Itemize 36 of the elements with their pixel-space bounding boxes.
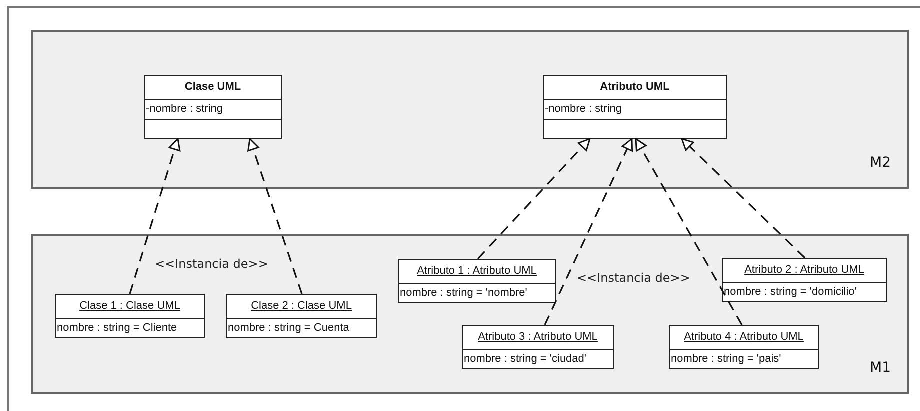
class-name: Clase UML xyxy=(184,80,242,95)
object-box xyxy=(669,325,819,369)
object-box xyxy=(55,294,205,338)
stereotype-label: <<Instancia de>> xyxy=(577,271,690,285)
attribute-text: nombre : string = 'ciudad' xyxy=(463,349,613,368)
instance-of-arrow xyxy=(681,138,806,259)
object-box xyxy=(226,294,377,338)
model-level-panel xyxy=(31,234,909,394)
object-name: Atributo 4 : Atributo UML xyxy=(683,330,805,345)
attribute-text: nombre : string = Cuenta xyxy=(227,318,376,337)
attribute-text: nombre : string = 'nombre' xyxy=(399,283,555,302)
object-name: Atributo 3 : Atributo UML xyxy=(477,330,599,345)
attribute-text: nombre : string = Cliente xyxy=(56,318,204,337)
stereotype-label: <<Instancia de>> xyxy=(155,257,268,271)
object-box xyxy=(462,325,614,369)
level-label: M2 xyxy=(870,155,891,171)
model-level-panel xyxy=(31,30,909,189)
object-name: Atributo 1 : Atributo UML xyxy=(416,264,538,279)
class-name: Atributo UML xyxy=(599,80,671,95)
attribute-text: nombre : string = 'domicilio' xyxy=(723,282,886,301)
instance-of-arrow xyxy=(248,138,303,294)
level-label: M1 xyxy=(870,360,891,376)
instance-of-arrow xyxy=(477,138,591,260)
object-name: Clase 2 : Clase UML xyxy=(250,299,353,314)
attribute-text: -nombre : string xyxy=(145,99,281,119)
instance-of-arrow xyxy=(635,138,743,326)
instance-of-arrow xyxy=(544,138,634,326)
instance-of-arrow xyxy=(129,138,181,294)
class-box xyxy=(144,75,282,139)
object-name: Atributo 2 : Atributo UML xyxy=(744,263,866,278)
object-box xyxy=(722,258,887,302)
attribute-text: -nombre : string xyxy=(544,99,726,119)
class-box xyxy=(543,75,727,139)
object-name: Clase 1 : Clase UML xyxy=(78,299,182,314)
attribute-text: nombre : string = 'pais' xyxy=(670,349,818,368)
object-box xyxy=(398,259,556,303)
